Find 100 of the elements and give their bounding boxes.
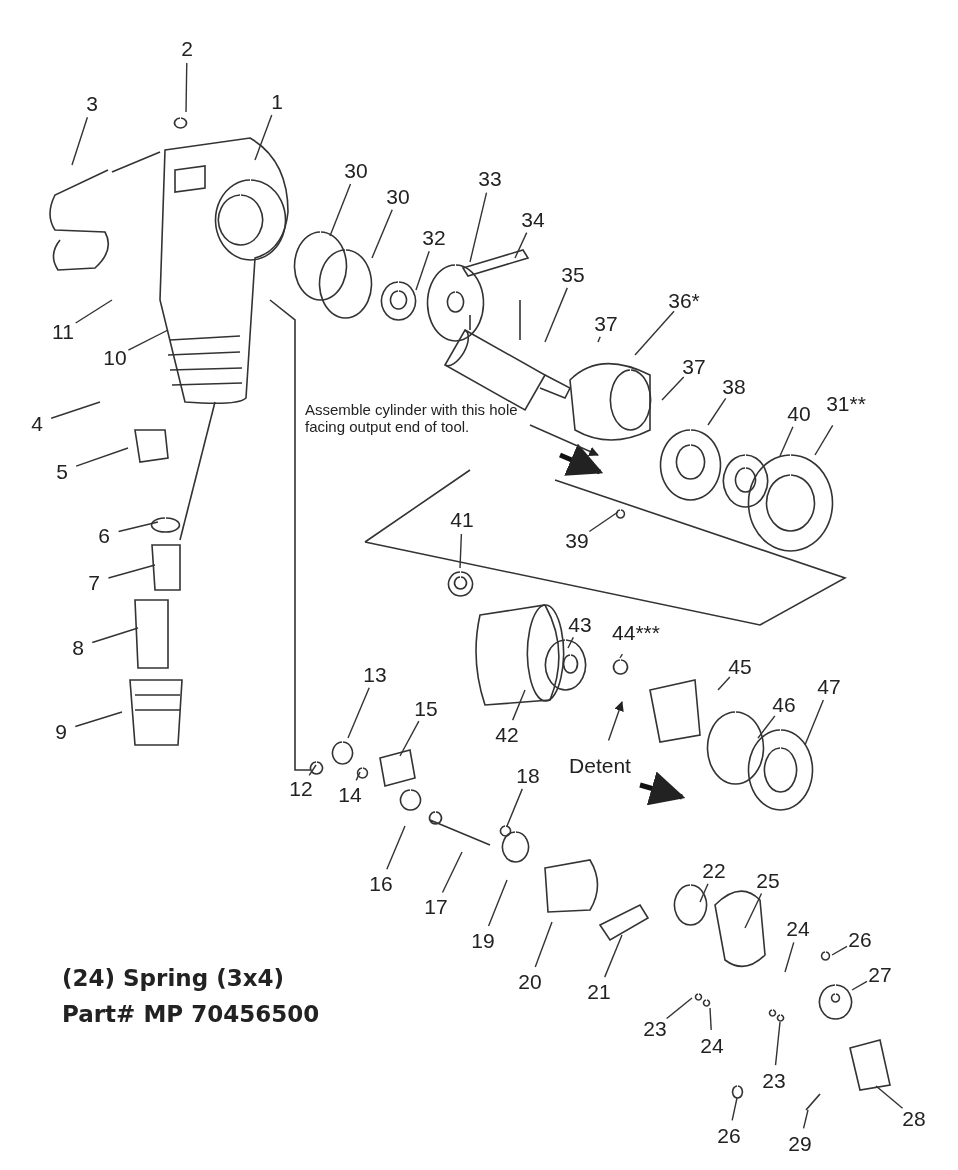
callout-number: 5: [56, 460, 68, 482]
leader-line: [544, 287, 568, 343]
leader-line: [814, 424, 834, 456]
leader-line: [469, 191, 488, 263]
callout-number: 43: [568, 613, 592, 635]
leader-line: [588, 511, 619, 533]
callout-number: 3: [86, 92, 98, 114]
callout-number: 18: [516, 764, 540, 786]
callout-number: 14: [338, 783, 362, 805]
callout-number: 20: [518, 970, 542, 992]
callout-number: 7: [88, 571, 100, 593]
leader-line: [107, 564, 156, 579]
callout-number: 26: [717, 1124, 741, 1146]
leader-line: [185, 62, 188, 113]
leader-line: [699, 883, 709, 903]
callout-number: 6: [98, 524, 110, 546]
leader-line: [254, 114, 273, 161]
callout-number: 34: [521, 208, 545, 230]
callout-number: 31**: [826, 392, 866, 414]
callout-number: 13: [363, 663, 387, 685]
callout-number: 4: [31, 412, 43, 434]
callout-number: 28: [902, 1107, 926, 1129]
callout-number: 33: [478, 167, 502, 189]
leader-line: [514, 231, 528, 259]
leader-line: [757, 715, 776, 739]
leader-line: [511, 689, 526, 721]
leader-line: [634, 310, 675, 356]
leader-line: [91, 627, 139, 644]
callout-text: Detent: [569, 754, 631, 776]
callout-number: 38: [722, 375, 746, 397]
leader-line: [75, 447, 129, 467]
leader-line: [619, 653, 624, 659]
callout-number: 25: [756, 869, 780, 891]
leader-line: [117, 521, 159, 533]
leader-line: [804, 699, 825, 746]
leader-line: [75, 299, 113, 324]
callout-number: 19: [471, 929, 495, 951]
callout-number: 10: [103, 346, 127, 368]
callout-number: 27: [868, 963, 892, 985]
leader-line: [779, 426, 794, 457]
leader-line: [399, 720, 420, 757]
leader-line: [597, 336, 601, 343]
callout-number: 16: [369, 872, 393, 894]
leader-line: [50, 401, 101, 419]
callout-number: 35: [561, 263, 585, 285]
leader-line: [802, 1109, 809, 1130]
leader-line: [851, 980, 868, 991]
leader-line: [665, 997, 693, 1020]
leader-line: [347, 687, 370, 739]
leader-line: [71, 116, 89, 166]
callout-number: 21: [587, 980, 611, 1002]
callout-number: 36*: [668, 289, 700, 311]
leader-line: [329, 183, 352, 237]
callout-number: 2: [181, 37, 193, 59]
leader-line: [661, 376, 685, 401]
leader-line: [459, 533, 463, 569]
leader-line: [74, 711, 123, 728]
leader-line: [831, 945, 848, 956]
leader-line: [487, 879, 508, 927]
callout-number: 8: [72, 636, 84, 658]
leader-line: [709, 1007, 712, 1031]
leader-line: [607, 701, 624, 742]
leader-line: [875, 1085, 904, 1110]
leader-line: [717, 676, 731, 691]
callout-number: 45: [728, 655, 752, 677]
leader-line: [784, 941, 795, 973]
leader-line: [441, 851, 463, 894]
callout-number: 12: [289, 777, 313, 799]
callout-number: 24: [700, 1034, 724, 1056]
leader-line: [386, 825, 406, 870]
callout-number: 9: [55, 720, 67, 742]
leader-line: [774, 1021, 781, 1066]
leader-line: [371, 209, 393, 259]
leader-line: [308, 764, 317, 777]
callout-number: 1: [271, 90, 283, 112]
callout-number: 23: [643, 1017, 667, 1039]
callout-number: 40: [787, 402, 811, 424]
callout-number: 22: [702, 859, 726, 881]
callout-number: 39: [565, 529, 589, 551]
leader-line: [506, 788, 523, 827]
callout-number: 32: [422, 226, 446, 248]
callout-number: 24: [786, 917, 810, 939]
callout-number: 17: [424, 895, 448, 917]
callout-number: 15: [414, 697, 438, 719]
callout-number: 30: [386, 185, 410, 207]
callout-number: 37: [682, 355, 706, 377]
leader-line: [731, 1097, 738, 1122]
callout-number: 23: [762, 1069, 786, 1091]
callout-number: 30: [344, 159, 368, 181]
leader-line: [604, 934, 623, 978]
callout-number: 29: [788, 1132, 812, 1154]
leader-line: [707, 397, 727, 426]
leader-line: [415, 250, 430, 291]
assembly-note: Assemble cylinder with this hole facing output end of tool.: [305, 402, 520, 435]
callout-number: 37: [594, 312, 618, 334]
callout-number: 47: [817, 675, 841, 697]
callout-number: 26: [848, 928, 872, 950]
leader-line: [744, 892, 763, 929]
part-note: Part# MP 70456500: [62, 1001, 320, 1027]
callout-number: 46: [772, 693, 796, 715]
